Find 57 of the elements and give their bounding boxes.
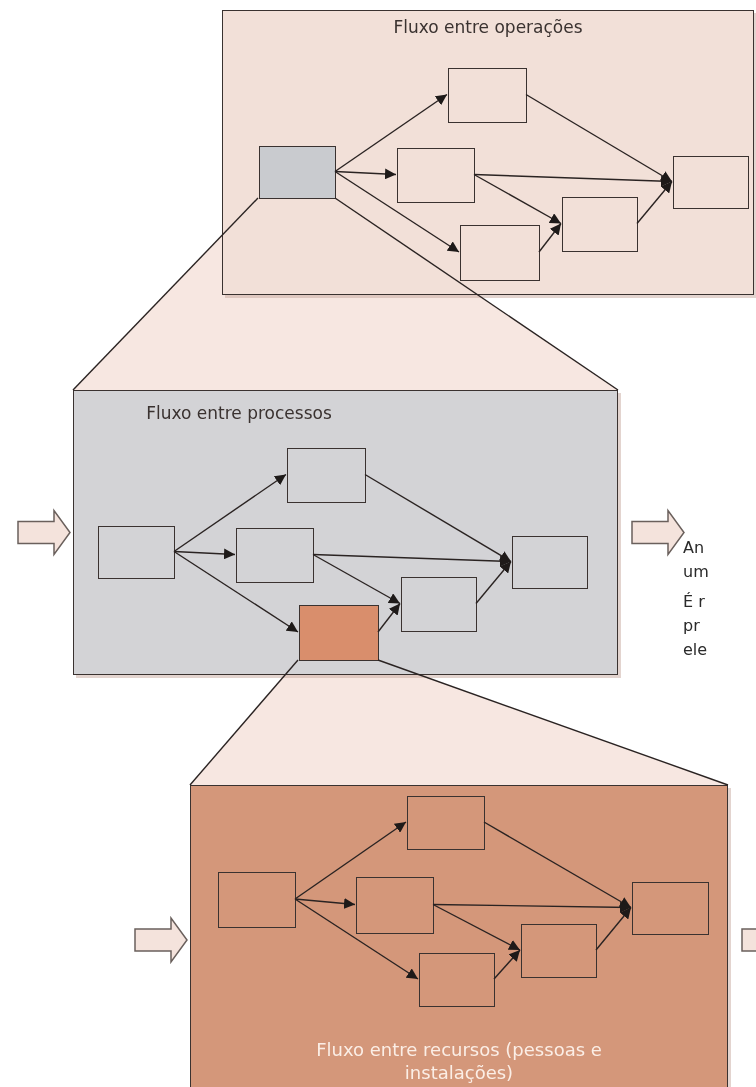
flow-panel xyxy=(222,10,754,295)
process-box xyxy=(521,924,597,978)
arrow xyxy=(493,949,521,980)
process-box xyxy=(562,197,638,252)
arrow xyxy=(473,173,673,187)
arrow xyxy=(483,821,632,909)
process-box xyxy=(419,953,495,1007)
arrow xyxy=(432,903,521,951)
block-arrow xyxy=(134,915,188,965)
arrow xyxy=(538,222,562,253)
arrow xyxy=(432,901,632,913)
arrow xyxy=(312,553,512,567)
arrow xyxy=(334,168,397,180)
zoom-line xyxy=(334,197,619,391)
process-box xyxy=(407,796,485,850)
arrow xyxy=(636,180,673,225)
arrow xyxy=(334,93,448,173)
arrow xyxy=(334,170,460,253)
zoom-line xyxy=(377,659,729,786)
process-box xyxy=(299,605,379,661)
arrow xyxy=(294,821,407,900)
arrow xyxy=(473,173,562,225)
block-arrow xyxy=(17,508,71,557)
flow-panel xyxy=(73,390,618,675)
panel-title: Fluxo entre processos xyxy=(145,403,333,423)
arrow xyxy=(173,548,236,560)
process-box xyxy=(259,146,336,199)
zoom-line xyxy=(72,197,259,391)
arrow xyxy=(475,560,512,605)
cropped-text: É r pr ele xyxy=(683,591,709,661)
arrow xyxy=(173,473,287,553)
cropped-text: An um xyxy=(683,537,710,583)
panel-title: Fluxo entre recursos (pessoas e instalações) xyxy=(315,1038,603,1084)
arrow xyxy=(364,473,512,563)
process-box xyxy=(632,882,709,935)
process-box xyxy=(460,225,540,281)
arrow xyxy=(312,553,401,605)
process-box xyxy=(218,872,296,928)
process-box xyxy=(397,148,475,203)
process-box xyxy=(236,528,314,583)
zoom-line xyxy=(189,659,299,786)
process-box xyxy=(287,448,366,503)
process-box xyxy=(98,526,175,579)
arrow xyxy=(294,898,356,909)
arrow xyxy=(173,550,299,633)
arrow xyxy=(377,602,401,633)
arrow xyxy=(595,906,632,951)
process-box xyxy=(673,156,749,209)
arrow xyxy=(525,93,673,183)
flow-panel xyxy=(190,785,728,1087)
process-box xyxy=(401,577,477,632)
block-arrow xyxy=(631,508,685,557)
process-box xyxy=(356,877,434,934)
panel-title: Fluxo entre operações xyxy=(392,17,584,37)
process-box xyxy=(512,536,588,589)
arrow xyxy=(294,898,419,980)
process-box xyxy=(448,68,527,123)
